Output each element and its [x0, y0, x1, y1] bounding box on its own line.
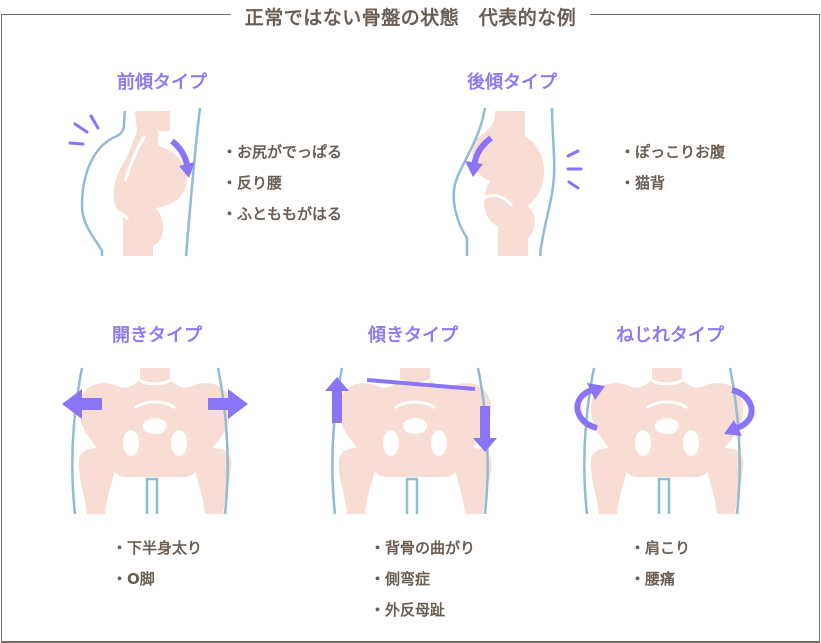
symptom-item: 下半身太り — [112, 537, 202, 568]
twist-type-illustration — [574, 367, 755, 515]
symptom-item: ぽっこりお腹 — [620, 141, 725, 172]
rotate-arrow-left-icon — [574, 387, 598, 431]
type-title-anterior: 前傾タイプ — [117, 72, 207, 93]
rotate-arrow-right-icon — [731, 387, 755, 431]
symptom-item: 腰痛 — [630, 568, 690, 599]
pelvis-front-bone — [78, 368, 232, 514]
symptom-item: 反り腰 — [222, 172, 342, 203]
body-outline — [71, 367, 84, 515]
type-title-twist: ねじれタイプ — [616, 325, 724, 346]
symptom-item: 猫背 — [620, 172, 725, 203]
body-outline — [452, 107, 487, 256]
pelvis-side-bone — [113, 111, 187, 256]
type-title-open: 開きタイプ — [112, 325, 202, 346]
arrow-left-icon — [62, 389, 102, 419]
anterior-symptoms: お尻がでっぱる 反り腰 ふとももがはる — [222, 141, 342, 234]
main-title-text: 正常ではない骨盤の状態 代表的な例 — [230, 7, 591, 29]
body-outline — [80, 110, 127, 256]
open-symptoms: 下半身太り O脚 — [112, 537, 202, 599]
arrow-right-icon — [208, 389, 248, 419]
open-type-illustration — [62, 367, 248, 515]
symptom-item: お尻がでっぱる — [222, 141, 342, 172]
symptom-item: 背骨の曲がり — [370, 537, 475, 568]
type-title-tilt: 傾きタイプ — [368, 325, 458, 346]
type-title-posterior: 後傾タイプ — [467, 72, 557, 93]
tilt-line — [366, 378, 476, 391]
symptom-item: O脚 — [112, 568, 202, 599]
emphasis-marks — [566, 149, 583, 190]
arrow-up-icon — [325, 377, 349, 423]
tilt-symptoms: 背骨の曲がり 側弯症 外反母趾 — [370, 537, 475, 630]
symptom-item: 肩こり — [630, 537, 690, 568]
symptom-item: ふとももがはる — [222, 203, 342, 234]
symptom-item: 側弯症 — [370, 568, 475, 599]
posterior-tilt-illustration — [452, 107, 583, 257]
twist-symptoms: 肩こり 腰痛 — [630, 537, 690, 599]
main-title: 正常ではない骨盤の状態 代表的な例 — [0, 3, 821, 30]
emphasis-marks — [68, 114, 100, 146]
symptom-item: 外反母趾 — [370, 599, 475, 630]
tilt-type-illustration — [325, 367, 497, 515]
arrow-down-icon — [473, 406, 497, 452]
anterior-tilt-illustration — [68, 107, 202, 257]
posterior-symptoms: ぽっこりお腹 猫背 — [620, 141, 725, 203]
